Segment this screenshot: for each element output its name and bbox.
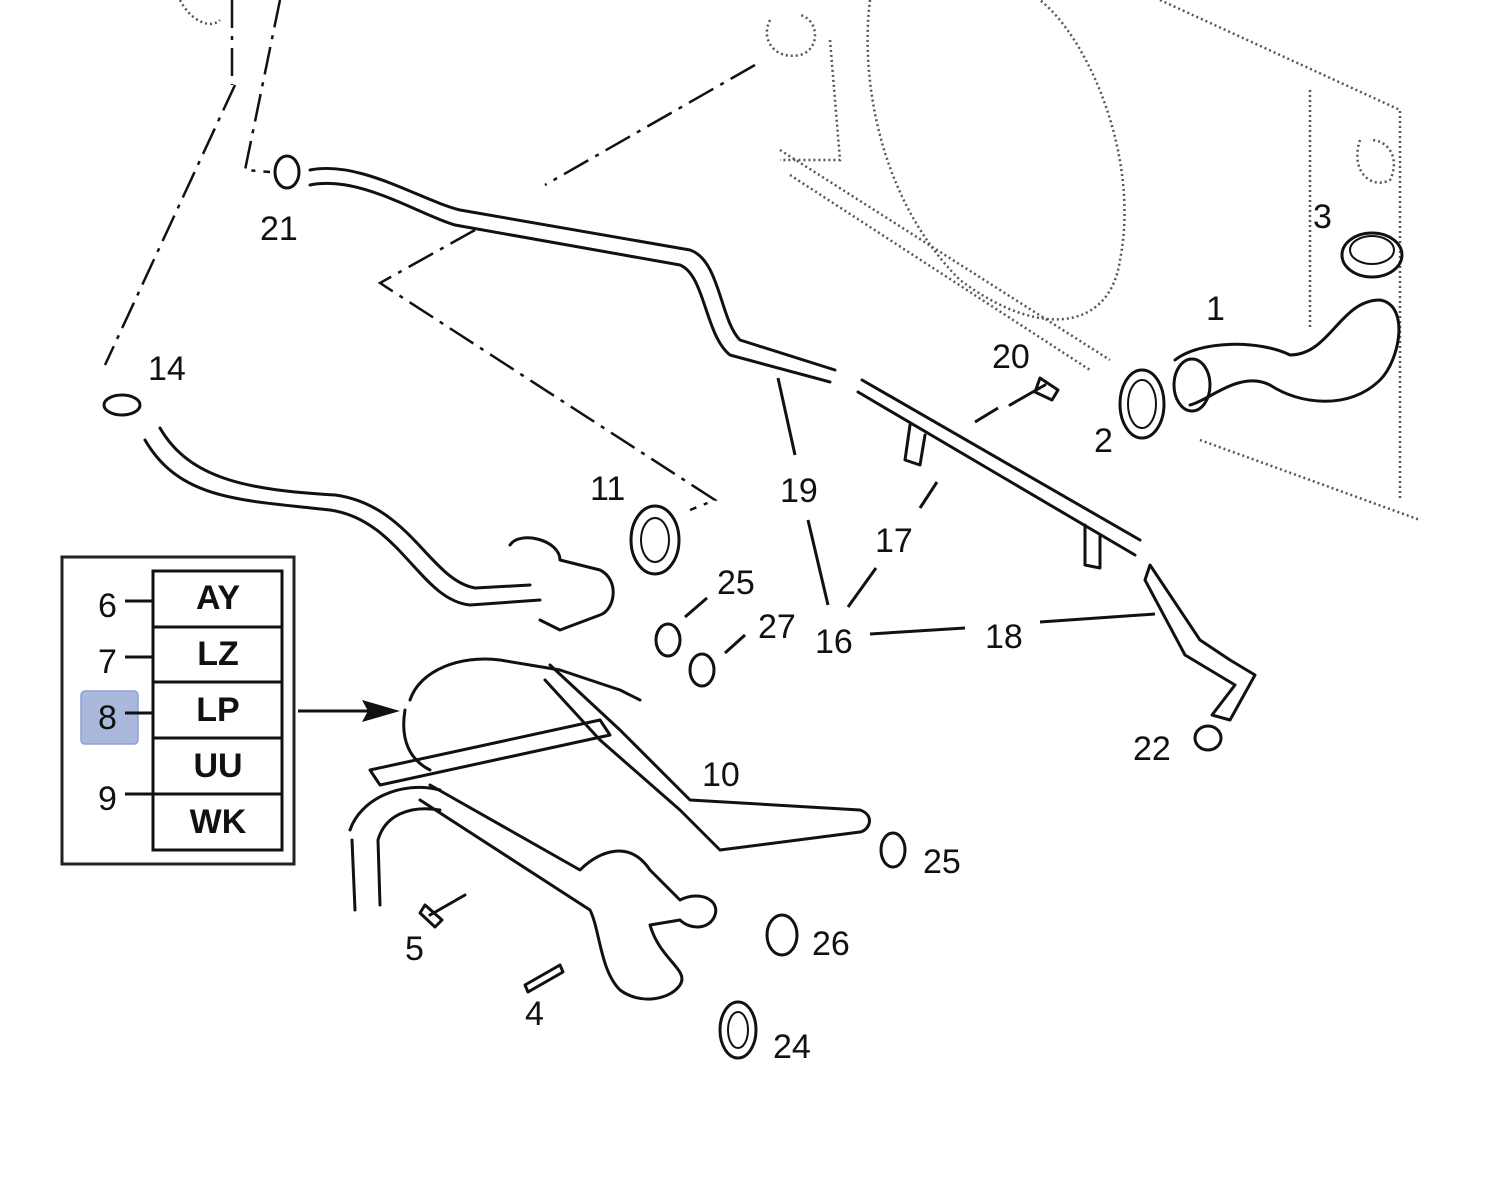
bolt-20 [1008, 376, 1060, 407]
table-code-lp: LP [196, 691, 239, 729]
variant-code-table: 6 7 8 9 AY LZ LP UU WK [60, 555, 400, 866]
stud-4 [523, 963, 565, 994]
callout-leaders [684, 377, 1156, 655]
table-ref-7: 7 [98, 643, 117, 681]
callout-22: 22 [1133, 730, 1171, 768]
callout-24: 24 [773, 1028, 811, 1066]
table-code-lz: LZ [197, 635, 239, 673]
callout-labels: 1 2 3 4 5 10 11 14 16 17 18 19 20 21 22 … [148, 198, 1332, 1066]
callout-17: 17 [875, 522, 913, 560]
table-code-wk: WK [190, 803, 247, 841]
pipe-17 [856, 378, 1142, 570]
callout-11: 11 [590, 470, 625, 508]
table-code-ay: AY [196, 579, 240, 617]
callout-16: 16 [815, 623, 853, 661]
clamp-21 [273, 154, 301, 190]
bolt-5 [418, 893, 467, 929]
callout-20: 20 [992, 338, 1030, 376]
callout-25-lower: 25 [923, 843, 961, 881]
clamp-24 [718, 1000, 758, 1060]
clamp-2 [1118, 368, 1166, 440]
clamp-3 [1340, 231, 1404, 279]
callout-27: 27 [758, 608, 796, 646]
clamp-14 [102, 393, 142, 417]
callout-3: 3 [1313, 198, 1332, 236]
callout-1: 1 [1206, 290, 1225, 328]
thermostat-housing-assembly [348, 536, 718, 1001]
hose-18 [1143, 563, 1257, 722]
clamp-25-upper [654, 622, 682, 658]
arrow-head-icon [362, 700, 400, 722]
table-ref-6: 6 [98, 587, 117, 625]
callout-10: 10 [702, 756, 740, 794]
radiator-ghost-outline [178, 0, 1421, 522]
table-ref-9: 9 [98, 780, 117, 818]
table-code-uu: UU [193, 747, 242, 785]
callout-19: 19 [780, 472, 818, 510]
clamp-11 [629, 504, 681, 576]
callout-25-upper: 25 [717, 564, 755, 602]
table-ref-8[interactable]: 8 [98, 699, 117, 737]
highlight-ref-8[interactable] [80, 690, 139, 745]
clamp-26 [765, 913, 799, 957]
callout-5: 5 [405, 930, 424, 968]
callout-4: 4 [525, 995, 544, 1033]
clamp-25-lower [879, 831, 907, 869]
callout-2: 2 [1094, 422, 1113, 460]
routing-lines [103, 0, 756, 512]
clamp-27 [688, 652, 716, 688]
callout-14: 14 [148, 350, 186, 388]
callout-21: 21 [260, 210, 298, 248]
pipe-10 [543, 663, 871, 852]
callout-18: 18 [985, 618, 1023, 656]
hose-21-bypass [308, 167, 837, 372]
hose-1-radiator [1173, 298, 1401, 407]
callout-26: 26 [812, 925, 850, 963]
hose-14 [143, 438, 542, 607]
clamp-22 [1193, 724, 1223, 752]
